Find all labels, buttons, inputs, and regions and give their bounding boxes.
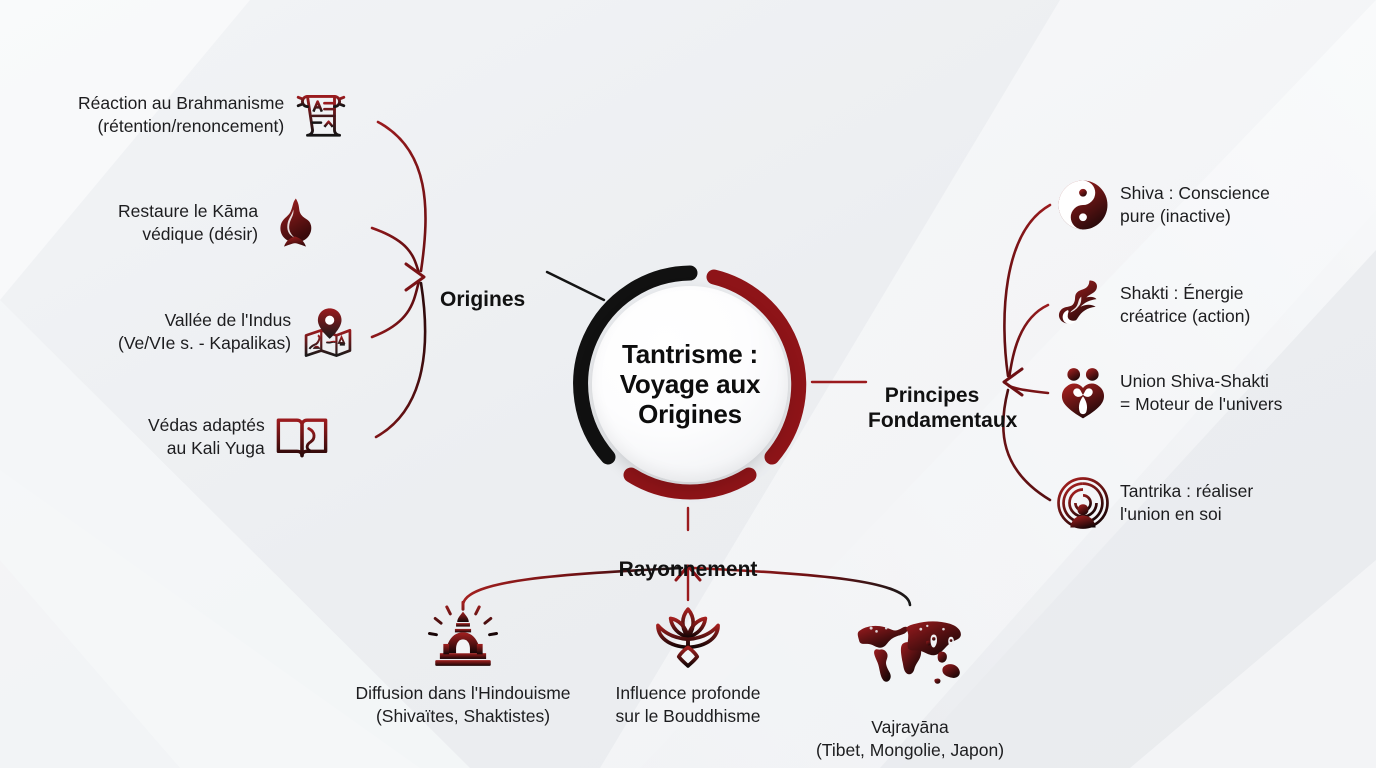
branch-rayonnement-label: Rayonnement <box>618 557 758 581</box>
flame-icon <box>280 198 312 247</box>
list-item[interactable]: Restaure le Kāma védique (désir) <box>118 196 378 250</box>
couple-heart-icon <box>1061 368 1105 419</box>
list-item[interactable]: Védas adaptés au Kali Yuga <box>148 410 378 464</box>
flowing-figure-icon <box>1058 280 1098 324</box>
list-item[interactable]: Tantrika : réaliser l'union en soi <box>1056 476 1356 530</box>
origines-item-1-label: Restaure le Kāma védique (désir) <box>118 201 259 244</box>
origines-item-3-label: Védas adaptés au Kali Yuga <box>148 415 265 458</box>
list-item[interactable]: Vajrayāna (Tibet, Mongolie, Japon) <box>790 600 1030 762</box>
branch-principes-label: Principes Fondamentaux <box>868 383 1018 432</box>
list-item[interactable]: Vallée de l'Indus (Ve/VIe s. - Kapalikas… <box>118 305 378 359</box>
branch-origines[interactable]: Origines <box>440 263 525 313</box>
branch-principes-fondamentaux[interactable]: Principes Fondamentaux <box>868 359 1017 433</box>
center-node[interactable]: Tantrisme : Voyage aux Origines <box>568 262 812 506</box>
world-map-icon <box>857 621 961 684</box>
list-item[interactable]: Union Shiva-Shakti = Moteur de l'univers <box>1056 366 1356 420</box>
origines-item-0-label: Réaction au Brahmanisme (rétention/renon… <box>78 93 285 136</box>
list-item[interactable]: Diffusion dans l'Hindouisme (Shivaïtes, … <box>343 600 583 728</box>
lotus-icon <box>656 607 720 668</box>
center-disc: Tantrisme : Voyage aux Origines <box>592 286 788 482</box>
temple-icon <box>427 600 499 666</box>
list-item[interactable]: Réaction au Brahmanisme (rétention/renon… <box>78 88 378 142</box>
map-pin-icon <box>304 308 352 357</box>
center-title: Tantrisme : Voyage aux Origines <box>619 338 761 430</box>
rayonnement-item-1-label: Influence profonde sur le Bouddhisme <box>615 683 761 726</box>
principes-item-2-label: Union Shiva-Shakti = Moteur de l'univers <box>1120 371 1283 414</box>
rayonnement-item-2-label: Vajrayāna (Tibet, Mongolie, Japon) <box>815 717 1005 760</box>
origines-item-2-label: Vallée de l'Indus (Ve/VIe s. - Kapalikas… <box>118 310 292 353</box>
rayonnement-item-0-label: Diffusion dans l'Hindouisme (Shivaïtes, … <box>355 683 571 726</box>
list-item[interactable]: Shiva : Conscience pure (inactive) <box>1056 178 1356 232</box>
principes-item-1-label: Shakti : Énergie créatrice (action) <box>1120 283 1251 326</box>
list-item[interactable]: Shakti : Énergie créatrice (action) <box>1056 278 1356 332</box>
yin-yang-icon <box>1058 180 1108 230</box>
list-item[interactable]: Influence profonde sur le Bouddhisme <box>596 600 780 728</box>
branch-rayonnement[interactable]: Rayonnement <box>608 533 768 583</box>
branch-origines-label: Origines <box>440 287 526 311</box>
open-book-icon <box>276 418 328 458</box>
labyrinth-person-icon <box>1057 477 1109 529</box>
principes-item-0-label: Shiva : Conscience pure (inactive) <box>1120 183 1270 226</box>
principes-item-3-label: Tantrika : réaliser l'union en soi <box>1120 481 1254 524</box>
scroll-icon <box>297 95 346 137</box>
center-ring <box>573 265 807 500</box>
